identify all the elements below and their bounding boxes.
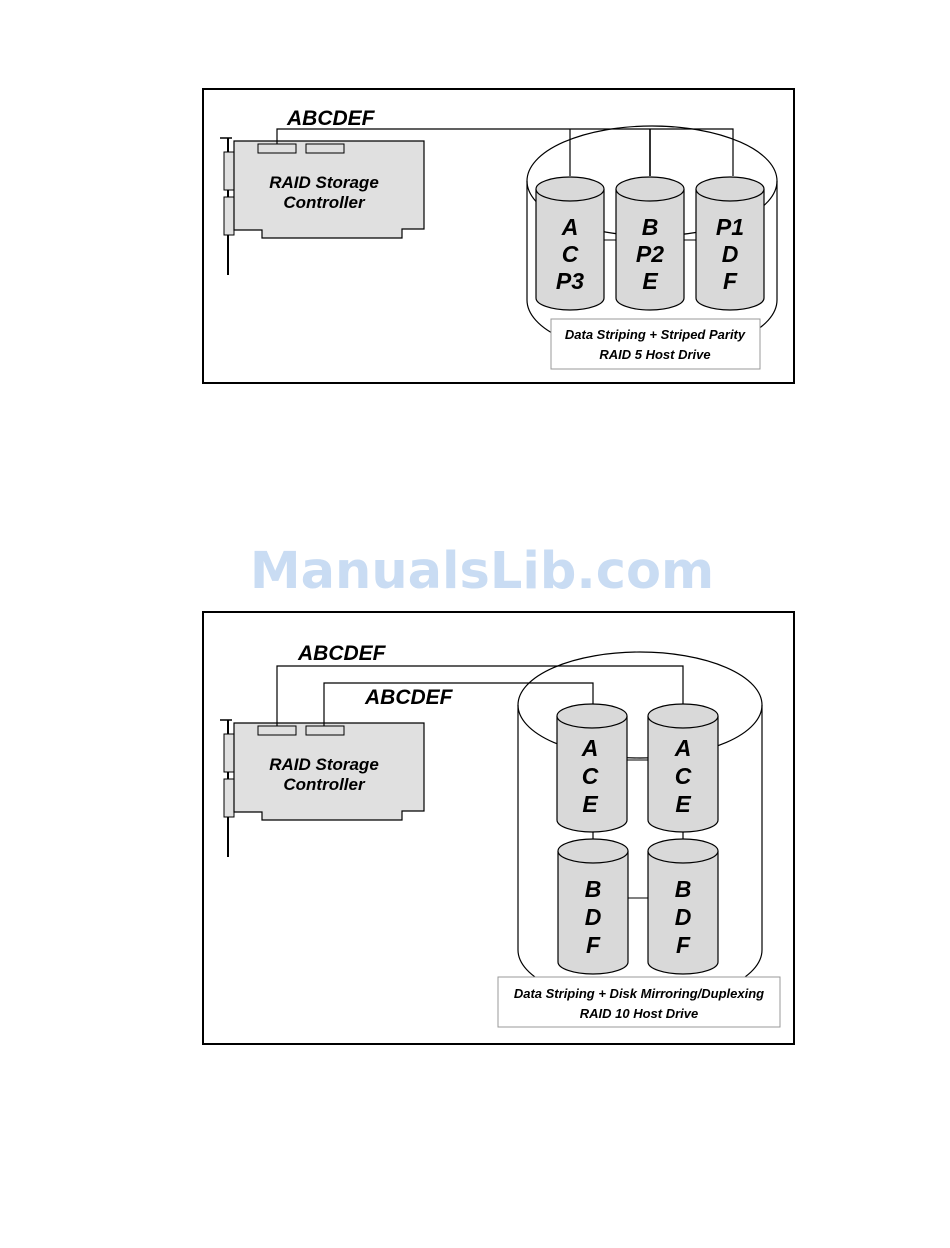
raid5-disk-1-label-2: C	[562, 241, 579, 267]
raid5-controller-line2: Controller	[283, 193, 366, 212]
raid5-bus-label: ABCDEF	[286, 107, 376, 130]
raid10-connector-1	[258, 726, 296, 735]
raid10-controller-line1: RAID Storage	[269, 755, 379, 774]
raid10-top-disk-1: A C E	[557, 704, 627, 832]
raid10-top-disk-1-label-1: A	[581, 735, 599, 761]
watermark-text: ManualsLib.com	[250, 542, 714, 601]
raid10-bus-label-2: ABCDEF	[364, 686, 454, 709]
raid10-bottom-disk-1-label-3: F	[586, 932, 601, 958]
raid5-caption-box: Data Striping + Striped Parity RAID 5 Ho…	[551, 319, 760, 369]
raid10-top-disk-1-label-2: C	[582, 763, 599, 789]
raid10-bottom-disk-2-label-2: D	[675, 904, 692, 930]
raid10-top-disk-2-label-1: A	[674, 735, 692, 761]
raid5-disk-1-label-3: P3	[556, 268, 584, 294]
raid10-caption-line1: Data Striping + Disk Mirroring/Duplexing	[514, 986, 764, 1001]
raid10-bottom-disk-2: B D F	[648, 839, 718, 974]
raid10-top-disk-2-label-3: E	[675, 791, 691, 817]
raid10-top-disk-2: A C E	[648, 704, 718, 832]
raid5-disk-3-label-2: D	[722, 241, 739, 267]
raid10-controller-line2: Controller	[283, 775, 366, 794]
raid5-disk-1-label-1: A	[561, 214, 579, 240]
raid5-figure: RAID Storage Controller ABCDEF A C P3 B …	[203, 89, 794, 383]
raid10-bottom-disk-2-label-3: F	[676, 932, 691, 958]
raid5-disk-3: P1 D F	[696, 177, 764, 310]
raid5-disk-3-label-1: P1	[716, 214, 744, 240]
raid5-caption-line1: Data Striping + Striped Parity	[565, 327, 746, 342]
raid10-bottom-disk-1-label-2: D	[585, 904, 602, 930]
raid5-connector-2	[306, 144, 344, 153]
raid10-top-disk-1-label-3: E	[582, 791, 598, 817]
raid5-disk-2-label-1: B	[642, 214, 659, 240]
raid10-bus-label-1: ABCDEF	[297, 642, 387, 665]
raid10-figure: RAID Storage Controller ABCDEF ABCDEF A …	[203, 612, 794, 1044]
raid10-caption-line2: RAID 10 Host Drive	[580, 1006, 698, 1021]
raid10-bottom-disk-1: B D F	[558, 839, 628, 974]
raid5-controller-line1: RAID Storage	[269, 173, 379, 192]
raid10-caption-box: Data Striping + Disk Mirroring/Duplexing…	[498, 977, 780, 1027]
raid5-disk-1: A C P3	[536, 177, 604, 310]
raid5-disk-3-label-3: F	[723, 268, 738, 294]
raid5-disk-2-label-3: E	[642, 268, 658, 294]
raid5-disk-2: B P2 E	[616, 177, 684, 310]
raid10-bottom-disk-1-label-1: B	[585, 876, 602, 902]
raid10-top-disk-2-label-2: C	[675, 763, 692, 789]
raid10-bottom-disk-2-label-1: B	[675, 876, 692, 902]
raid5-caption-line2: RAID 5 Host Drive	[599, 347, 710, 362]
raid10-connector-2	[306, 726, 344, 735]
raid5-disk-2-label-2: P2	[636, 241, 664, 267]
raid5-connector-1	[258, 144, 296, 153]
